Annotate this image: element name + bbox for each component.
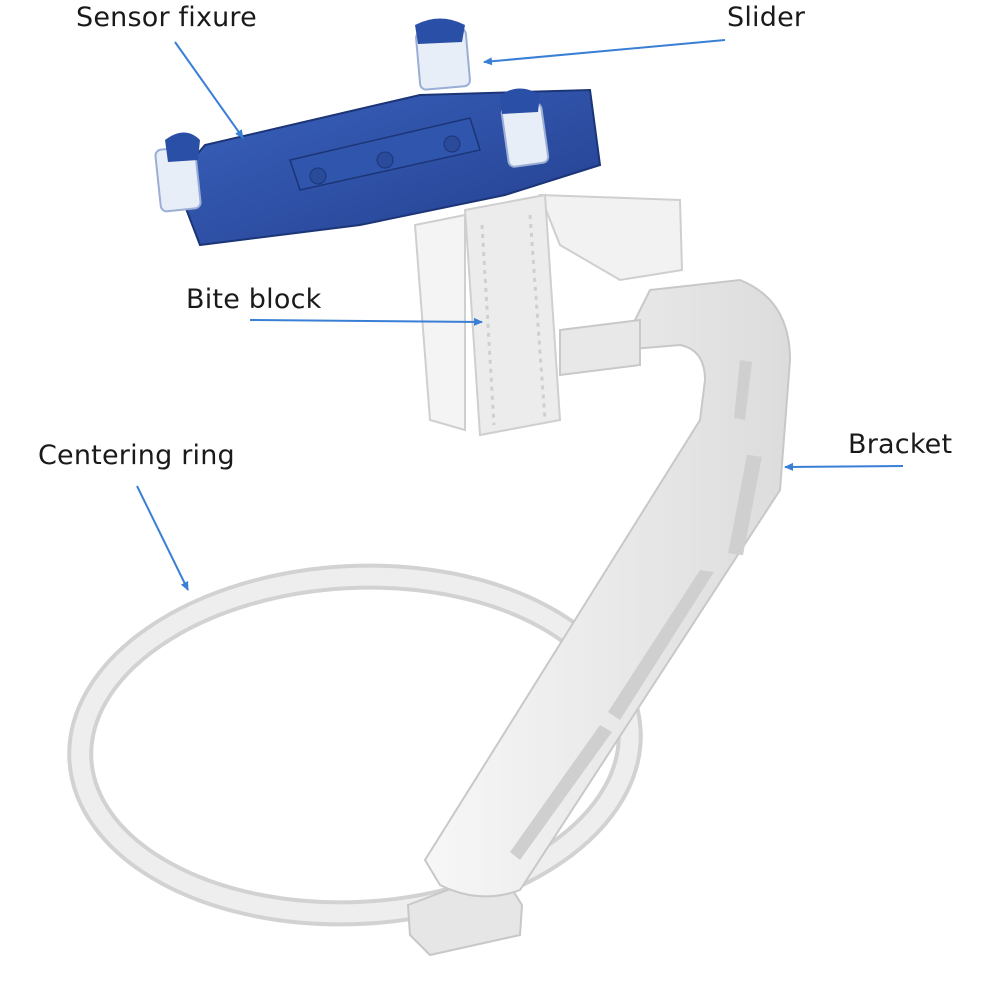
label-sensor-fixure: Sensor fixure: [76, 2, 257, 33]
arrow-sensor-fixure: [174, 41, 244, 139]
annotation-arrows: [136, 39, 904, 591]
bracket: [423, 278, 792, 898]
label-bite-block: Bite block: [186, 284, 322, 315]
arrow-centering-ring: [136, 485, 189, 591]
sensor-fixture: [154, 18, 602, 247]
arrow-bite-block: [249, 317, 483, 326]
label-slider: Slider: [727, 2, 806, 33]
label-centering-ring: Centering ring: [38, 440, 235, 471]
arrow-bracket: [784, 462, 904, 471]
label-bracket: Bracket: [848, 429, 953, 460]
arrow-slider: [483, 39, 726, 66]
centering-ring: [67, 563, 643, 927]
